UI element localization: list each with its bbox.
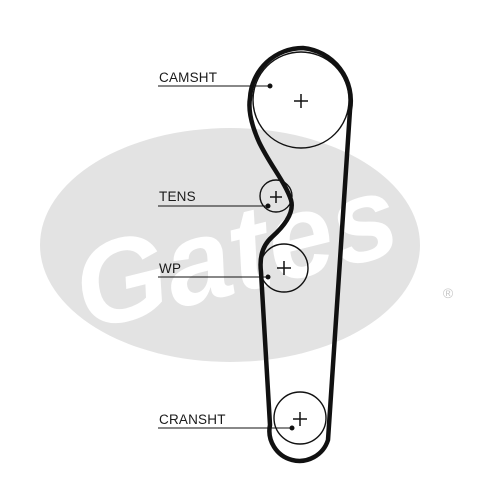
watermark-ellipse (40, 128, 420, 362)
tensioner-label: TENS (159, 189, 196, 204)
plus-icon (294, 94, 308, 108)
crankshaft-leader-dot (289, 425, 295, 431)
watermark-registered-mark: ® (443, 285, 454, 301)
plus-icon (277, 261, 291, 275)
camshaft-pulley (252, 51, 350, 149)
tensioner-leader-dot (265, 203, 271, 209)
tensioner-pulley (259, 179, 293, 213)
gates-watermark: Gates ® (40, 128, 454, 362)
timing-belt (247, 45, 354, 464)
leader-lines (158, 83, 295, 431)
plus-icon (293, 412, 307, 426)
water-pump-leader-dot (265, 274, 271, 280)
plus-icon (270, 191, 282, 203)
water-pump-label: WP (159, 261, 181, 276)
tensioner-pulley-circle (259, 179, 293, 213)
camshaft-label: CAMSHT (159, 70, 217, 85)
crankshaft-pulley-circle (273, 391, 327, 445)
crankshaft-label: CRANSHT (159, 412, 226, 427)
crankshaft-pulley (273, 391, 327, 445)
camshaft-leader-dot (267, 83, 273, 89)
